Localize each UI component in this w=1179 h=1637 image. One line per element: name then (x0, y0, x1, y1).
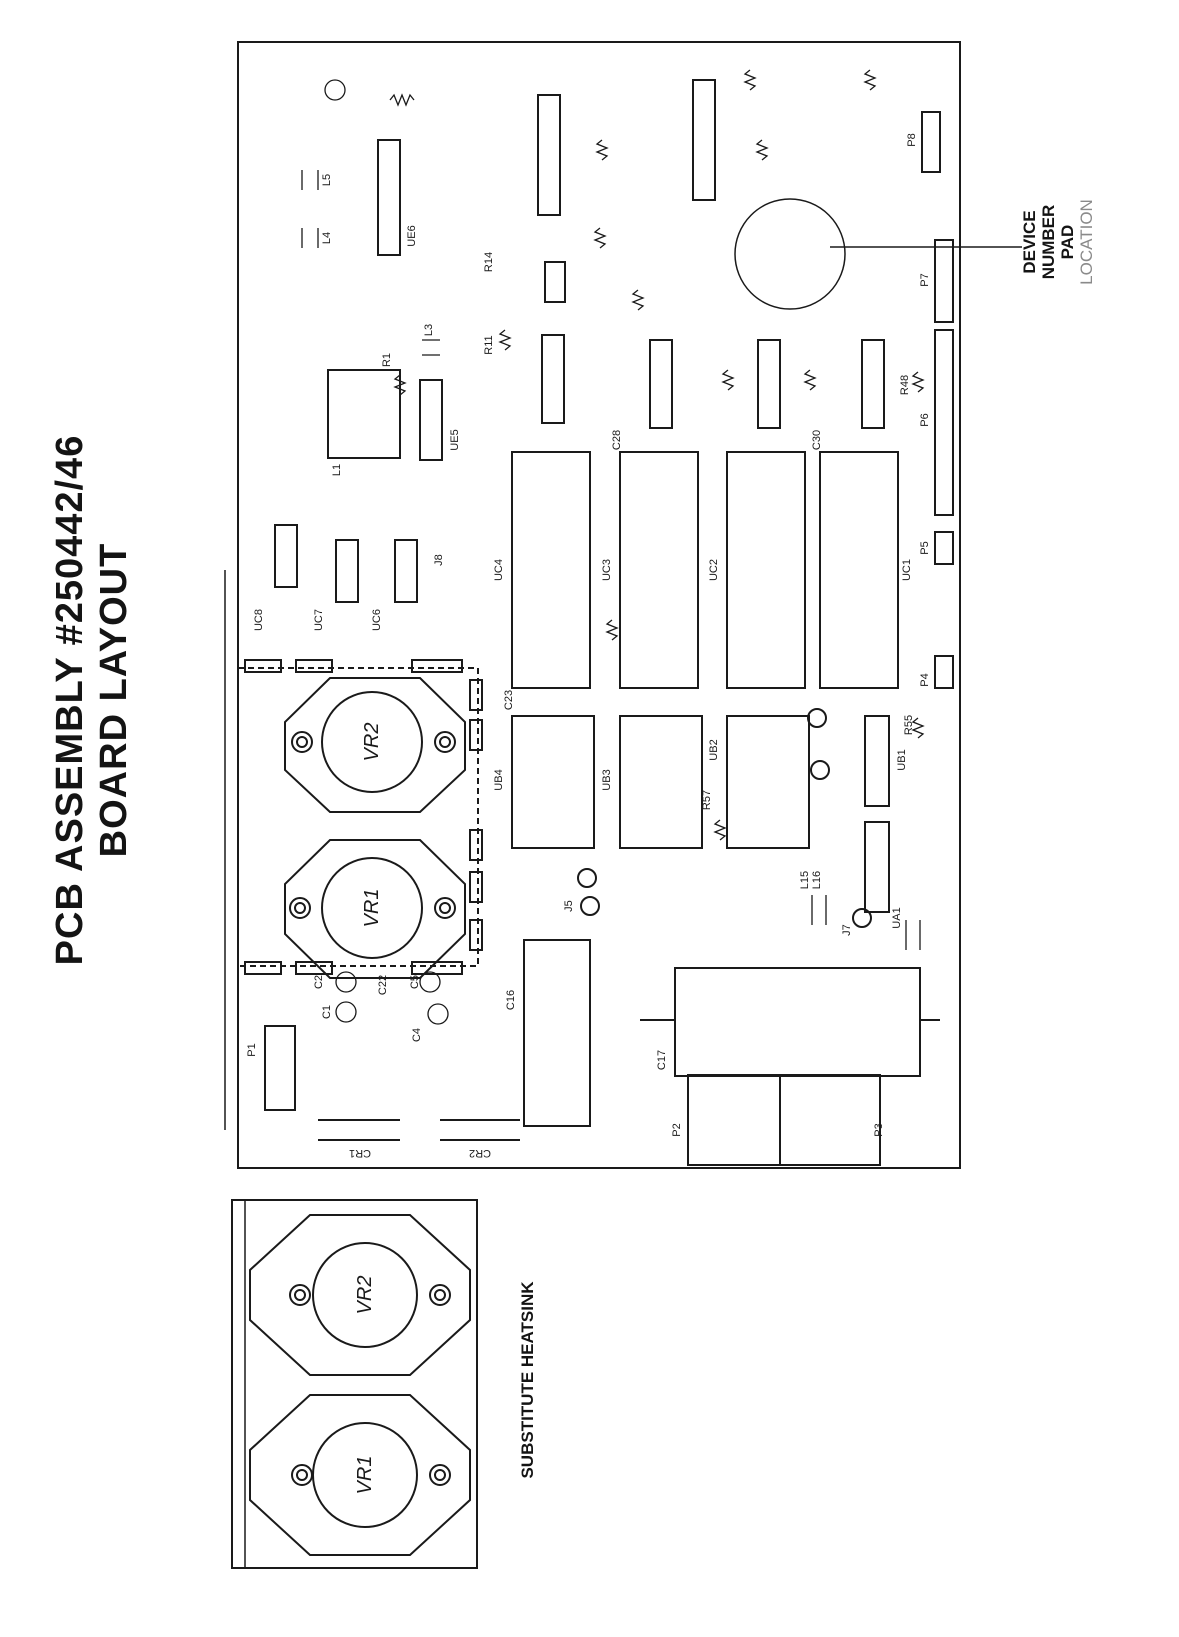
p6-label: P6 (919, 413, 931, 426)
r55-label: R55 (903, 715, 915, 735)
c2-label: C2 (313, 975, 325, 989)
substitute-heatsink (231, 1199, 478, 1569)
uc3-label: UC3 (601, 559, 613, 581)
j5-label: J5 (563, 900, 575, 912)
j8-label: J8 (433, 554, 445, 566)
test-points (577, 708, 872, 928)
diodes (318, 1119, 520, 1141)
cr1-label: CR1 (349, 1147, 371, 1159)
board-outline (237, 41, 961, 1169)
r57-label: R57 (701, 790, 713, 810)
p2-label: P2 (671, 1123, 683, 1136)
p4-label: P4 (919, 673, 931, 686)
r11-label: R11 (483, 335, 495, 354)
p5-label: P5 (919, 541, 931, 554)
ic-row-c (511, 451, 899, 689)
connectors (264, 111, 954, 1166)
l3-label: L3 (423, 324, 435, 336)
ue6-label: UE6 (406, 225, 418, 246)
uc2-label: UC2 (708, 559, 720, 581)
c16-label: C16 (505, 990, 517, 1010)
vr1-regulator (284, 839, 466, 979)
ub1-label: UB1 (896, 749, 908, 770)
cr2-label: CR2 (469, 1147, 491, 1159)
r1-label: R1 (381, 353, 393, 367)
c4-label: C4 (411, 1028, 423, 1042)
c17-label: C17 (656, 1050, 668, 1070)
ub2-label: UB2 (708, 739, 720, 760)
ue5-label: UE5 (449, 429, 461, 450)
sub-vr1-label: VR1 (354, 1456, 376, 1495)
uc6-label: UC6 (371, 609, 383, 631)
inductor-l1 (327, 369, 401, 459)
ic-row-b (511, 715, 890, 849)
l16-label: L16 (811, 871, 823, 889)
ub4-label: UB4 (493, 769, 505, 790)
capacitor-c16 (523, 939, 591, 1127)
l1-label: L1 (331, 464, 343, 476)
c22-label: C22 (377, 975, 389, 995)
c30-label: C30 (811, 430, 823, 450)
uc8-label: UC8 (253, 609, 265, 631)
uc4-label: UC4 (493, 559, 505, 581)
sub-vr2-label: VR2 (354, 1276, 376, 1315)
l4-label: L4 (321, 232, 333, 244)
r14-label: R14 (483, 252, 495, 272)
p8-label: P8 (906, 133, 918, 146)
ub3-label: UB3 (601, 769, 613, 790)
c1-label: C1 (321, 1005, 333, 1019)
heatsink-outline (237, 667, 479, 967)
small-capacitors (301, 79, 921, 1025)
l15-label: L15 (799, 871, 811, 889)
j7-label: J7 (841, 924, 853, 936)
vr1-label: VR1 (361, 889, 383, 928)
ua1-label: UA1 (891, 907, 903, 928)
l5-label: L5 (321, 174, 333, 186)
p7-label: P7 (919, 273, 931, 286)
p1-label: P1 (246, 1043, 258, 1056)
r48-label: R48 (899, 375, 911, 395)
capacitor-c17 (674, 967, 921, 1077)
vr2-label: VR2 (361, 723, 383, 762)
vr2-regulator (284, 677, 466, 813)
device-number-pad-circle (734, 198, 846, 310)
small-ics (274, 79, 890, 913)
c5-label: C5 (409, 975, 421, 989)
resistors (389, 69, 925, 841)
heatsink-fins (244, 659, 483, 975)
uc7-label: UC7 (313, 609, 325, 631)
c23-label: C23 (503, 690, 515, 710)
uc1-label: UC1 (901, 559, 913, 581)
p3-label: P3 (873, 1123, 885, 1136)
c28-label: C28 (611, 430, 623, 450)
